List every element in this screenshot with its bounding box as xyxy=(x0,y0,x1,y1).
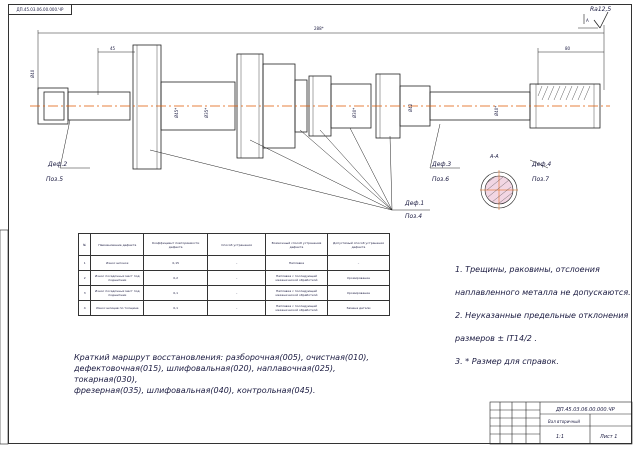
col-header-way: Способ устранения xyxy=(207,233,267,256)
col-header-p2: Допустимый способ устранения дефекта xyxy=(326,233,391,256)
defect-1-ref: Поз.4 xyxy=(405,213,422,220)
note-line: 3. * Размер для справок. xyxy=(455,357,559,366)
dia-label-1: Ø40 xyxy=(30,69,35,78)
col-header-p1: Возможный способ устранения дефекта xyxy=(265,233,328,256)
title-name: Вал вторичный xyxy=(548,419,580,424)
dia-label-3: Ø35* xyxy=(204,108,209,118)
defect-3-label: Деф.3 xyxy=(431,161,451,168)
title-code: ДП.45.03.06.00.000.ЧР xyxy=(555,407,615,413)
dia-label-4: Ø30* xyxy=(352,108,357,118)
col-header-n: № xyxy=(77,233,92,256)
roughness-label: Ra12,5 xyxy=(590,6,612,13)
route-line: Краткий маршрут восстановления: разбороч… xyxy=(74,353,369,362)
overall-dimension: 288* xyxy=(314,26,324,31)
restoration-route: Краткий маршрут восстановления: разбороч… xyxy=(74,352,374,396)
dia-label-5: Ø42 xyxy=(408,103,413,112)
note-line: 2. Неуказанные предельные отклонения xyxy=(455,311,629,320)
col-header-k: Коэффициент повторяемости дефекта xyxy=(143,233,209,256)
route-line: дефектовочная(015), шлифовальная(020), н… xyxy=(74,364,336,384)
dia-label-6: Ø40* xyxy=(494,106,499,116)
right-step-dimension: 80 xyxy=(565,46,571,51)
note-line: наплавленного металла не допускаются. xyxy=(455,288,631,297)
defects-table: № Наименование дефекта Коэффициент повто… xyxy=(77,233,391,316)
route-line: фрезерная(035), шлифовальная(040), контр… xyxy=(74,386,316,395)
defect-3-ref: Поз.6 xyxy=(432,176,449,183)
title-sheet: Лист 1 xyxy=(599,434,617,440)
defect-4-ref: Поз.7 xyxy=(532,176,549,183)
defect-1-label: Деф.1 xyxy=(404,200,424,207)
defect-2-ref: Поз.5 xyxy=(46,176,63,183)
section-mark: А xyxy=(586,18,589,23)
drawing-stamp: ДП.45.03.06.00.000.ЧР xyxy=(8,4,72,15)
dia-label-2: Ø45* xyxy=(174,108,179,118)
left-step-dimension: 45 xyxy=(110,46,116,51)
col-header-name: Наименование дефекта xyxy=(90,233,145,256)
defect-4-label: Деф.4 xyxy=(531,161,551,168)
section-label: А-А xyxy=(489,154,499,160)
technical-notes: 1. Трещины, раковины, отслоения наплавле… xyxy=(455,258,631,373)
defect-2-label: Деф.2 xyxy=(47,161,67,168)
drawing-frame xyxy=(8,4,632,444)
note-line: 1. Трещины, раковины, отслоения xyxy=(455,265,600,274)
title-scale: 1:1 xyxy=(556,434,564,440)
note-line: размеров ± IT14/2 . xyxy=(455,334,537,343)
